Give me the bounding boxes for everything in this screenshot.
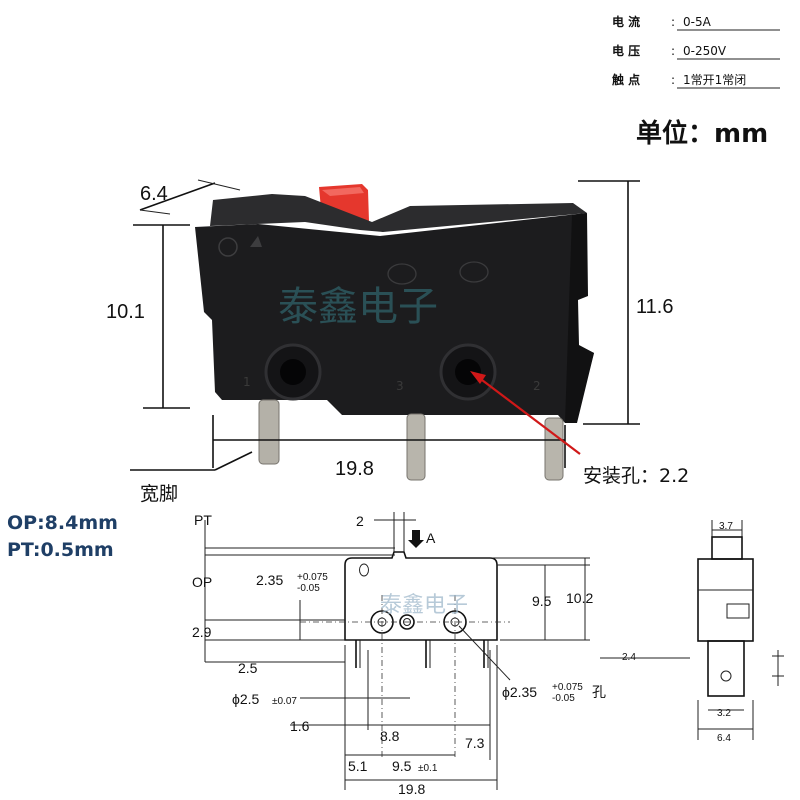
pt-label: PT [194,512,212,528]
switch-top [210,194,587,232]
photo-dimensions: 6.4 10.1 11.6 19.8 宽脚 安装孔：2.2 [106,179,689,505]
svg-text:-0.05: -0.05 [297,583,320,594]
terminal-pin-2 [544,417,564,481]
drawing-mark-icon [359,563,369,577]
dim-2-label: 2 [356,513,364,529]
arrow-head-icon [470,371,486,384]
terminal-pin-3 [406,413,426,481]
spec-table: 电 流 : 0-5A 电 压 : 0-250V 触 点 : 1常开1常闭 [612,14,780,89]
pt-spec: PT:0.5mm [7,539,114,561]
dim-95b-label: 9.5 [392,758,412,774]
svg-text:+0.075: +0.075 [552,682,583,693]
svg-text:±0.07: ±0.07 [272,696,297,707]
dim-88-label: 8.8 [380,728,400,744]
dim-width-label: 19.8 [335,458,374,480]
cqc-mark-icon [387,263,417,285]
terminal-number-3: 3 [396,379,404,393]
wide-pins-label: 宽脚 [140,483,178,505]
technical-drawing-side: 3.7 3.2 6.4 [697,520,784,744]
svg-text::: : [671,15,675,29]
dim-phi25-label: ϕ2.5 [232,691,260,707]
side-terminal-hole [720,670,732,682]
svg-text::: : [671,44,675,58]
ce-mark-icon [459,261,489,283]
drawing-body-outline [344,551,498,641]
svg-text:-0.05: -0.05 [552,693,575,704]
side-body [697,558,754,642]
op-label: OP [192,574,212,590]
terminal-number-1: 1 [243,375,251,389]
svg-text::: : [671,73,675,87]
hole-label: 孔 [592,684,606,700]
dim-25-label: 2.5 [238,660,258,676]
drawing-watermark: 泰鑫电子 [380,593,468,618]
side-terminal [707,640,745,697]
unit-label: 单位：mm [636,118,768,149]
dim-29-label: 2.9 [192,624,212,640]
spec-value-contact: 1常开1常闭 [683,73,746,87]
switch-photo: 1 3 2 泰鑫电子 [195,184,594,481]
dim-height-left-label: 10.1 [106,301,145,323]
arrow-down-icon [408,530,424,548]
watermark: 泰鑫电子 [278,284,438,330]
dim-37-label: 3.7 [719,521,733,532]
dim-height-right-label: 11.6 [636,296,673,318]
dim-235-label: 2.35 [256,572,283,588]
dim-198-label: 19.8 [398,781,425,797]
terminal-pin-1 [258,399,280,465]
dim-depth-label: 6.4 [140,183,168,205]
spec-value-voltage: 0-250V [683,44,727,58]
dim-24-label: 2.4 [622,652,636,663]
terminal-number-2: 2 [533,379,541,393]
dim-102-label: 10.2 [566,590,593,606]
dim-95-label: 9.5 [532,593,552,609]
spec-label-voltage: 电 压 [612,43,640,58]
g-mark-icon [218,237,238,257]
dim-73-label: 7.3 [465,735,485,751]
mounting-hole-arrow [477,376,581,455]
op-spec: OP:8.4mm [7,512,118,534]
dim-51-label: 5.1 [348,758,368,774]
dim-phi235-label: ϕ2.35 [502,684,537,700]
dim-16-label: 1.6 [290,718,310,734]
technical-drawing-front: PT OP 2.9 2.5 2.35 +0.075 -0.05 2 A 9.5 … [192,512,690,797]
svg-text:+0.075: +0.075 [297,572,328,583]
spec-label-current: 电 流 [612,14,640,29]
dim-32-label: 3.2 [717,708,731,719]
arrow-a-label: A [426,530,436,546]
side-actuator [711,536,743,560]
triangle-mark-icon [250,236,262,247]
mounting-hole-label: 安装孔：2.2 [583,465,689,487]
spec-value-current: 0-5A [683,15,712,29]
svg-text:±0.1: ±0.1 [418,763,438,774]
dim-64-label: 6.4 [717,733,731,744]
spec-label-contact: 触 点 [612,72,640,87]
